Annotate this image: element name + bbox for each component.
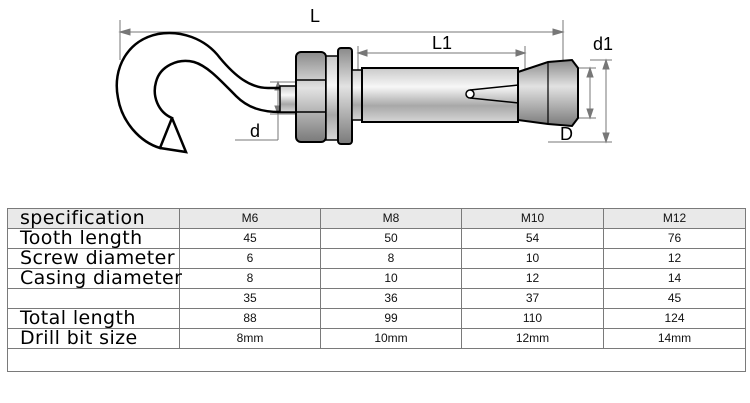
column-header-specification: specification [7, 208, 180, 229]
column-header-m12: M12 [603, 208, 746, 229]
table-footer-cell [7, 348, 746, 372]
table-row: Total length 88 99 110 124 [7, 308, 746, 329]
table-cell: 12mm [461, 328, 604, 349]
table-cell: 8 [179, 268, 321, 289]
specification-table: specification M6 M8 M10 M12 Tooth length… [7, 208, 746, 372]
column-header-m10: M10 [461, 208, 604, 229]
row-label: Tooth length [7, 228, 180, 249]
label-L1: L1 [432, 33, 452, 53]
table-row: Screw diameter 6 8 10 12 [7, 248, 746, 269]
table-cell: 8 [320, 248, 462, 269]
dimension-d1 [572, 66, 596, 120]
hook-anchor-bolt-drawing: L L1 d1 D d [115, 6, 613, 154]
table-cell: 99 [320, 308, 462, 329]
table-cell: 45 [603, 288, 746, 309]
washer [337, 47, 353, 145]
dimension-L1 [356, 46, 527, 70]
table-cell: 54 [461, 228, 604, 249]
hook [115, 31, 302, 154]
table-header-row: specification M6 M8 M10 M12 [7, 208, 746, 229]
table-cell: 12 [461, 268, 604, 289]
column-header-m6: M6 [179, 208, 321, 229]
label-d1: d1 [593, 34, 613, 54]
table-footer-row [7, 348, 746, 372]
table-cell: 37 [461, 288, 604, 309]
row-label: Casing diameter [7, 268, 182, 289]
table-cell: 110 [461, 308, 604, 329]
row-label [7, 288, 180, 309]
table-row: Casing diameter 8 10 12 14 [7, 268, 746, 289]
row-label: Drill bit size [7, 328, 180, 349]
table-row: Tooth length 45 50 54 76 [7, 228, 746, 249]
dimension-L [118, 20, 565, 72]
hex-nut [295, 51, 339, 143]
cone-nut [517, 58, 579, 128]
table-cell: 8mm [179, 328, 321, 349]
table-cell: 14 [603, 268, 746, 289]
threaded-rod [351, 69, 363, 121]
table-cell: 76 [603, 228, 746, 249]
table-cell: 35 [179, 288, 321, 309]
table-cell: 12 [603, 248, 746, 269]
table-cell: 10 [461, 248, 604, 269]
table-row: Drill bit size 8mm 10mm 12mm 14mm [7, 328, 746, 349]
column-header-m8: M8 [320, 208, 462, 229]
table-cell: 45 [179, 228, 321, 249]
table-row: 35 36 37 45 [7, 288, 746, 309]
row-label: Screw diameter [7, 248, 180, 269]
row-label: Total length [7, 308, 180, 329]
table-cell: 36 [320, 288, 462, 309]
table-cell: 88 [179, 308, 321, 329]
table-cell: 10mm [320, 328, 462, 349]
label-L: L [310, 6, 320, 26]
table-cell: 6 [179, 248, 321, 269]
table-cell: 124 [603, 308, 746, 329]
table-cell: 10 [320, 268, 462, 289]
table-cell: 14mm [603, 328, 746, 349]
label-D: D [560, 124, 573, 144]
label-d: d [250, 121, 260, 141]
table-cell: 50 [320, 228, 462, 249]
dimension-D [548, 58, 612, 144]
expansion-sleeve [361, 67, 529, 123]
